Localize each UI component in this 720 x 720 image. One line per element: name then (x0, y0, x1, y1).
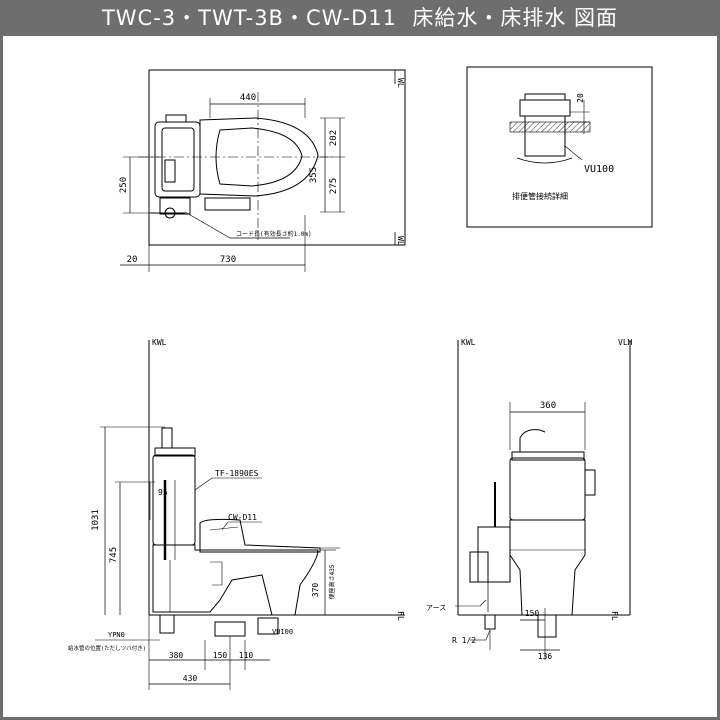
plan-drain-box (204, 197, 251, 211)
detail-pipe-label: VU100 (584, 164, 614, 175)
front-label-earth: アース (426, 604, 446, 612)
side-bowl-base (152, 544, 319, 616)
title-bar (0, 0, 720, 36)
side-dim-380: 380 (169, 651, 184, 660)
detail-view (466, 66, 653, 228)
detail-pipe (524, 115, 566, 157)
detail-caption: 排便管接続詳細 (512, 191, 568, 201)
plan-view (120, 69, 406, 272)
front-dim-150: 150 (525, 609, 540, 618)
detail-dim-top: 20 (576, 93, 585, 103)
plan-dim-top: 440 (240, 93, 256, 103)
side-drain-label: VU100 (272, 628, 293, 636)
side-dim-150: 150 (213, 651, 228, 660)
side-view (95, 340, 405, 690)
plan-wall-label-bottom: WL (396, 236, 405, 246)
side-part-flush: TF-1890ES (215, 469, 259, 478)
side-dim-total-height: 1031 (91, 509, 101, 531)
frame-border-bottom (0, 717, 720, 720)
side-dim-tank-height: 745 (109, 547, 119, 563)
side-floor-label: FL (396, 611, 405, 621)
front-wall-label-left: KWL (461, 338, 476, 347)
detail-frame (466, 66, 653, 228)
plan-dim-bottom-left: 20 (127, 255, 138, 265)
plan-dim-right-lower: 275 (329, 178, 339, 194)
detail-flange (519, 99, 571, 117)
plan-dim-right-total: 355 (309, 167, 319, 183)
side-dim-110: 110 (239, 651, 254, 660)
front-label-r12: R 1/2 (452, 636, 476, 645)
front-side-box (477, 526, 511, 583)
side-wall-label: KWL (152, 338, 167, 347)
plan-tank-cap (165, 114, 187, 123)
side-dim-95: 95 (158, 488, 168, 497)
side-part-seat: CW-D11 (228, 513, 257, 522)
side-note-supply: 給水管の位置(ただしツバ付き) (68, 644, 146, 652)
front-view (455, 340, 631, 660)
plan-wall-label-top: WL (396, 78, 405, 88)
front-dim-width: 360 (540, 401, 556, 411)
frame-border-left (0, 36, 3, 720)
side-note-seat-height: 便座高さ435 (328, 564, 336, 599)
plan-tank-button (164, 159, 176, 183)
plan-dim-bottom: 730 (220, 255, 236, 265)
side-dim-370: 370 (311, 583, 320, 598)
plan-bowl-outline (199, 117, 319, 197)
plan-tank-inner (161, 127, 195, 192)
front-wall-label-right: VLH (618, 338, 633, 347)
front-floor-label: FL (610, 611, 619, 621)
plan-dim-left: 250 (119, 177, 129, 193)
front-tank (509, 457, 586, 521)
frame-border-right (717, 36, 720, 720)
plan-room-outline (148, 69, 406, 246)
page-title: TWC-3・TWT-3B・CW-D11 床給水・床排水 図面 (101, 6, 619, 30)
side-label-supply: YPN0 (108, 631, 125, 639)
plan-dim-right-upper: 202 (329, 130, 339, 146)
side-tank (152, 454, 196, 546)
plan-bowl-inner (215, 127, 303, 187)
front-dim-136: 136 (538, 652, 553, 661)
side-seat (199, 518, 321, 553)
front-bowl (509, 519, 586, 616)
plan-cord-note: コード長(有効長さ約1.0m) (236, 230, 312, 238)
side-dim-430: 430 (183, 674, 198, 683)
